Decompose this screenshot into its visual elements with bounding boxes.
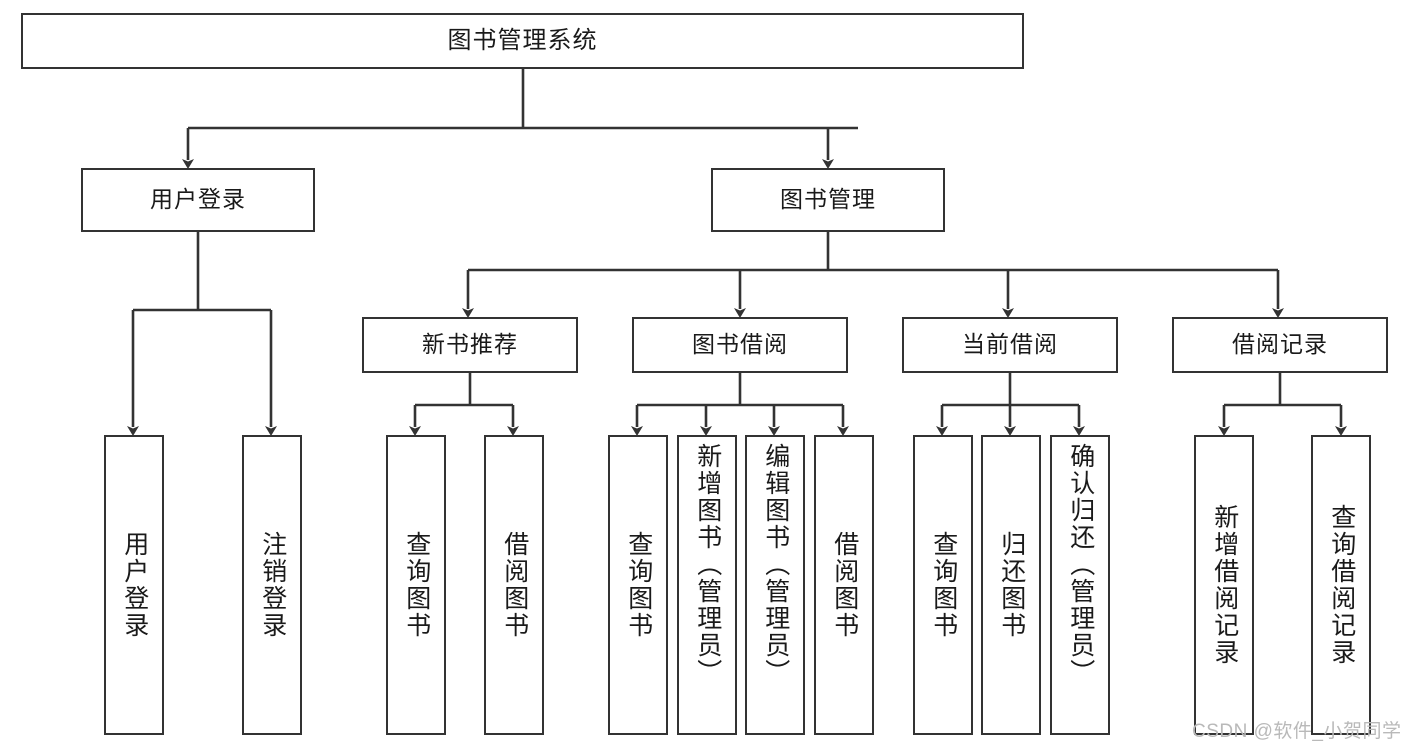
leaf-current-borrow-confirm-return-admin[interactable]: 确认归还（管理员） xyxy=(1050,435,1110,735)
node-label: 图书借阅 xyxy=(692,331,788,358)
node-label: 查询图书 xyxy=(929,531,958,639)
node-label: 编辑图书（管理员） xyxy=(761,443,790,686)
leaf-current-borrow-query-book[interactable]: 查询图书 xyxy=(913,435,973,735)
node-borrow-record[interactable]: 借阅记录 xyxy=(1172,317,1388,373)
node-label: 图书管理 xyxy=(780,186,876,213)
leaf-book-borrow-add-book-admin[interactable]: 新增图书（管理员） xyxy=(677,435,737,735)
node-label: 查询图书 xyxy=(624,531,653,639)
node-current-borrow[interactable]: 当前借阅 xyxy=(902,317,1118,373)
leaf-user-login-login[interactable]: 用户登录 xyxy=(104,435,164,735)
leaf-user-login-logout[interactable]: 注销登录 xyxy=(242,435,302,735)
node-label: 确认归还（管理员） xyxy=(1066,443,1095,686)
node-label: 归还图书 xyxy=(997,531,1026,639)
leaf-borrow-record-query-record[interactable]: 查询借阅记录 xyxy=(1311,435,1371,735)
node-user-login[interactable]: 用户登录 xyxy=(81,168,315,232)
leaf-book-borrow-borrow-book[interactable]: 借阅图书 xyxy=(814,435,874,735)
leaf-book-borrow-query-book[interactable]: 查询图书 xyxy=(608,435,668,735)
node-label: 当前借阅 xyxy=(962,331,1058,358)
node-label: 新书推荐 xyxy=(422,331,518,358)
leaf-new-book-query-book[interactable]: 查询图书 xyxy=(386,435,446,735)
node-book-borrow[interactable]: 图书借阅 xyxy=(632,317,848,373)
leaf-borrow-record-add-record[interactable]: 新增借阅记录 xyxy=(1194,435,1254,735)
node-label: 用户登录 xyxy=(150,186,246,213)
leaf-book-borrow-edit-book-admin[interactable]: 编辑图书（管理员） xyxy=(745,435,805,735)
node-new-book-recommend[interactable]: 新书推荐 xyxy=(362,317,578,373)
node-label: 查询图书 xyxy=(402,531,431,639)
node-label: 借阅图书 xyxy=(830,531,859,639)
node-label: 注销登录 xyxy=(258,531,287,639)
node-label: 借阅记录 xyxy=(1232,331,1328,358)
csdn-watermark: CSDN @软件_小贺同学 xyxy=(1192,721,1402,742)
leaf-new-book-borrow-book[interactable]: 借阅图书 xyxy=(484,435,544,735)
node-label: 查询借阅记录 xyxy=(1327,504,1356,666)
node-root-book-management-system[interactable]: 图书管理系统 xyxy=(21,13,1024,69)
node-label: 图书管理系统 xyxy=(447,26,598,54)
node-label: 用户登录 xyxy=(120,531,149,639)
leaf-current-borrow-return-book[interactable]: 归还图书 xyxy=(981,435,1041,735)
node-label: 新增借阅记录 xyxy=(1210,504,1239,666)
node-book-management[interactable]: 图书管理 xyxy=(711,168,945,232)
node-label: 借阅图书 xyxy=(500,531,529,639)
node-label: 新增图书（管理员） xyxy=(693,443,722,686)
